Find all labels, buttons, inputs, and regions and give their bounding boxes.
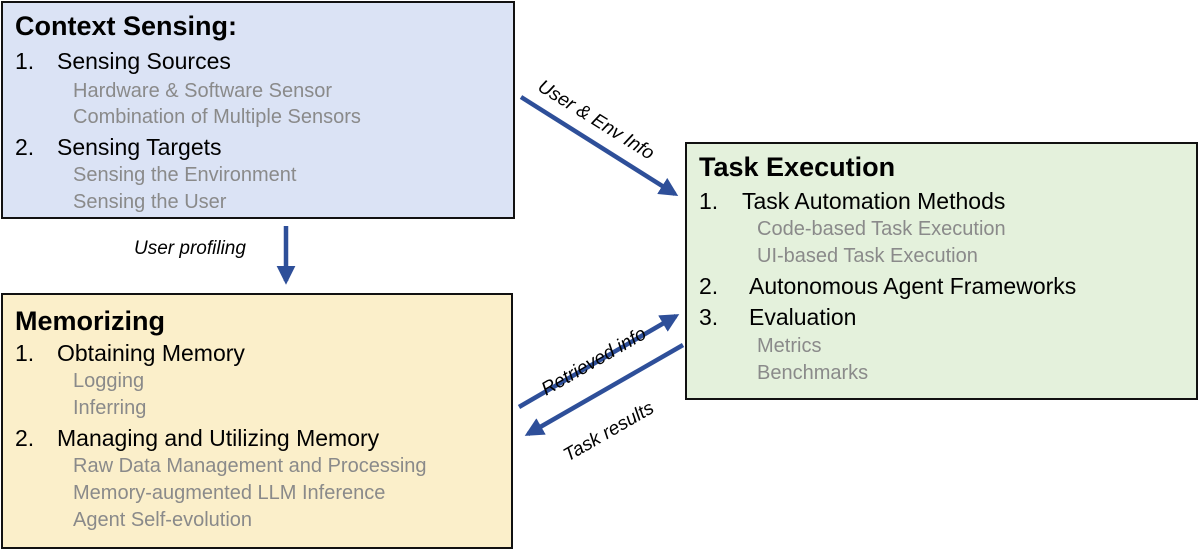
section-label: Sensing Targets — [57, 134, 222, 160]
arrow-retrieved-info — [517, 314, 680, 409]
arrow-user-env-info — [519, 95, 679, 197]
arrow-task-results — [524, 343, 685, 436]
section-label: Managing and Utilizing Memory — [57, 425, 380, 451]
section-label: Sensing Sources — [57, 48, 231, 74]
sensing-sub-item: Sensing the Environment — [73, 164, 297, 186]
memorizing-title: Memorizing — [15, 306, 166, 336]
section-label: Evaluation — [749, 304, 857, 330]
section-label: Task Automation Methods — [742, 188, 1006, 214]
memory-sub-item: Raw Data Management and Processing — [73, 455, 427, 477]
section-number: 2. — [699, 273, 719, 299]
memory-sub-item: Agent Self-evolution — [73, 509, 253, 531]
task-sub-item: Metrics — [757, 335, 822, 357]
sensing-sub-item: Sensing the User — [73, 191, 227, 213]
memory-sub-item: Memory-augmented LLM Inference — [73, 482, 386, 504]
task-execution-box: Task Execution 1. Task Automation Method… — [685, 142, 1198, 400]
context-sensing-box: Context Sensing: 1. Sensing Sources Hard… — [1, 1, 515, 219]
section-label: Autonomous Agent Frameworks — [749, 273, 1077, 299]
memory-sub-item: Logging — [73, 370, 145, 392]
memory-sub-item: Inferring — [73, 397, 147, 419]
section-label: Obtaining Memory — [57, 340, 245, 366]
sensing-sub-item: Combination of Multiple Sensors — [73, 106, 361, 128]
section-number: 1. — [15, 48, 35, 74]
sensing-sub-item: Hardware & Software Sensor — [73, 80, 333, 102]
section-number: 2. — [15, 425, 35, 451]
section-number: 3. — [699, 304, 719, 330]
label-user-profiling: User profiling — [134, 238, 246, 259]
memorizing-box: Memorizing 1. Obtaining Memory Logging I… — [1, 293, 513, 549]
task-sub-item: Code-based Task Execution — [757, 218, 1006, 240]
section-number: 1. — [15, 340, 35, 366]
task-sub-item: Benchmarks — [757, 362, 869, 384]
section-number: 2. — [15, 134, 35, 160]
task-execution-title: Task Execution — [699, 152, 896, 182]
task-sub-item: UI-based Task Execution — [757, 245, 978, 267]
section-number: 1. — [699, 188, 719, 214]
context-sensing-title: Context Sensing: — [15, 11, 238, 41]
